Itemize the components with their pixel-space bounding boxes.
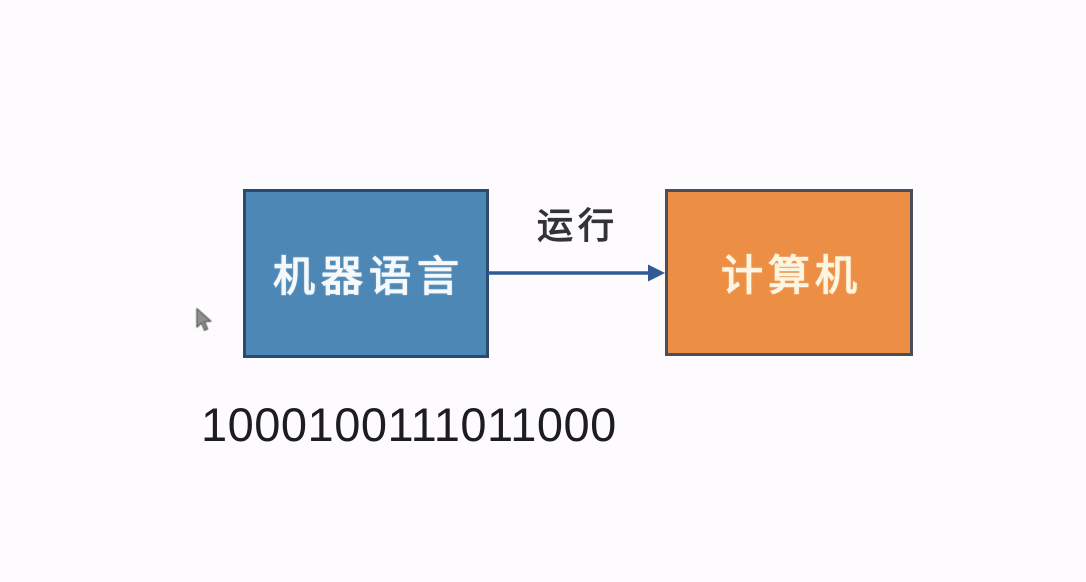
computer-label: 计算机 [720,251,862,300]
right-arrow-icon [488,264,665,282]
machine-language-box: 机器语言 [243,189,489,358]
arrow-label: 运行 [536,206,619,247]
machine-language-label: 机器语言 [272,252,465,301]
mouse-cursor-icon [196,308,212,331]
computer-box: 计算机 [665,189,913,356]
binary-code-text: 1000100111011000 [201,398,617,451]
